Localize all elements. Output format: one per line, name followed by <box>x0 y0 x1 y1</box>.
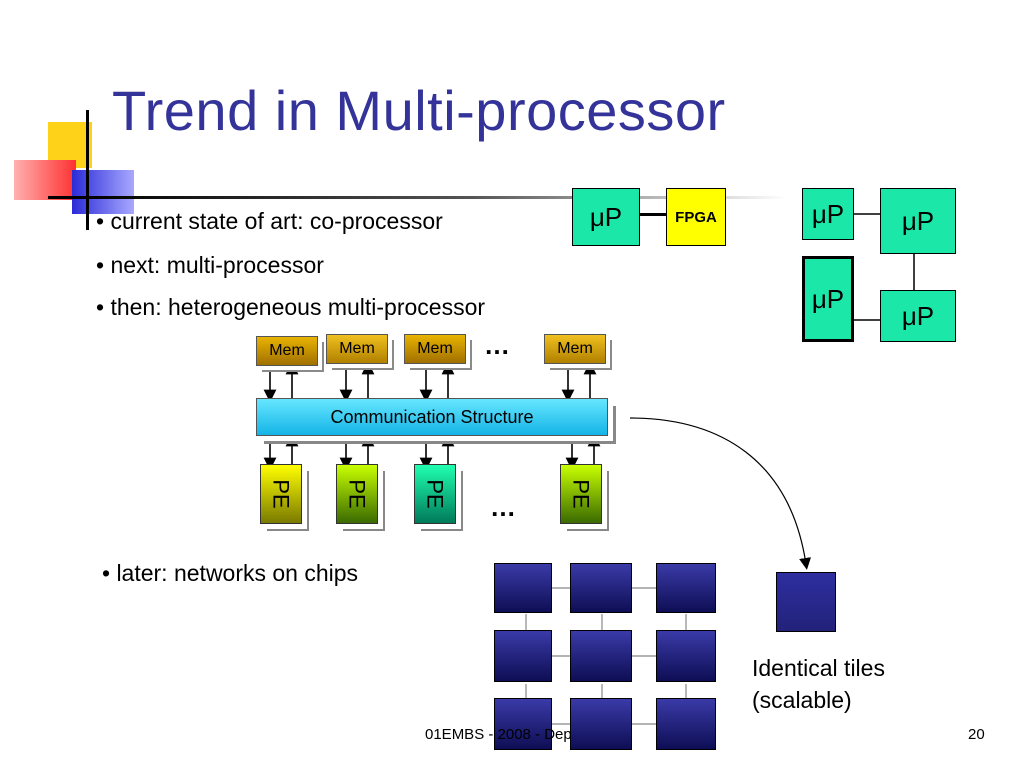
decorative-logo <box>12 100 142 230</box>
pe-ellipsis: … <box>490 492 517 522</box>
multiprocessor-up-bottom-right: μP <box>880 290 956 342</box>
communication-structure: Communication Structure <box>256 398 608 436</box>
coprocessor-up-box: μP <box>572 188 640 246</box>
bullet-noc: • later: networks on chips <box>102 560 359 586</box>
tiles-caption: Identical tiles (scalable) <box>752 652 885 716</box>
pe-label-1: PE <box>268 479 294 509</box>
noc-tile-r1c3 <box>656 563 716 613</box>
multiprocessor-up-top-left: μP <box>802 188 854 240</box>
page-number: 20 <box>968 726 985 743</box>
logo-red-square <box>14 160 76 200</box>
bullet-heterogeneous: • then: heterogeneous multi-processor <box>96 294 486 320</box>
logo-vertical-line <box>86 110 89 230</box>
multiprocessor-up-top-right: μP <box>880 188 956 254</box>
title-underline <box>88 196 788 199</box>
bullet-multiprocessor: • next: multi-processor <box>96 252 324 278</box>
slide-title: Trend in Multi-processor <box>112 79 726 142</box>
pe-label-3: PE <box>422 479 448 509</box>
memory-ellipsis: … <box>484 330 511 360</box>
multiprocessor-links <box>854 213 915 321</box>
tiles-caption-line2: (scalable) <box>752 687 852 713</box>
noc-tile-r1c2 <box>570 563 632 613</box>
pe-label-4: PE <box>568 479 594 509</box>
processing-element-4: PE <box>560 464 602 524</box>
hetero-arrows <box>263 361 601 470</box>
tiles-caption-line1: Identical tiles <box>752 655 885 681</box>
processing-element-1: PE <box>260 464 302 524</box>
pe-label-2: PE <box>344 479 370 509</box>
scaling-arrow <box>629 417 812 570</box>
memory-block-3: Mem <box>404 334 466 364</box>
single-tile <box>776 572 836 632</box>
memory-block-4: Mem <box>544 334 606 364</box>
noc-tile-r3c3 <box>656 698 716 750</box>
bullet-coprocessor: • current state of art: co-processor <box>96 208 443 234</box>
processing-element-2: PE <box>336 464 378 524</box>
noc-links <box>525 587 687 725</box>
logo-blue-square <box>72 170 134 214</box>
noc-tile-r2c3 <box>656 630 716 682</box>
noc-tile-r3c1 <box>494 698 552 750</box>
fpga-box: FPGA <box>666 188 726 246</box>
multiprocessor-up-bottom-left: μP <box>802 256 854 342</box>
noc-tile-r1c1 <box>494 563 552 613</box>
memory-block-2: Mem <box>326 334 388 364</box>
noc-tile-r2c2 <box>570 630 632 682</box>
processing-element-3: PE <box>414 464 456 524</box>
memory-block-1: Mem <box>256 336 318 366</box>
footer-text: 01EMBS - 2008 - Dep <box>425 726 572 743</box>
noc-tile-r2c1 <box>494 630 552 682</box>
noc-tile-r3c2 <box>570 698 632 750</box>
coprocessor-link <box>640 213 668 216</box>
